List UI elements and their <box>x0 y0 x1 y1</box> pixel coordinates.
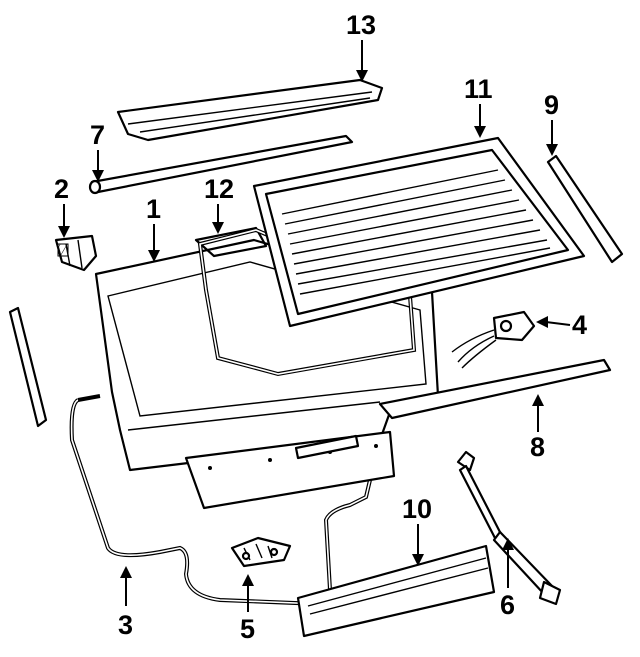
weatherstrip-part <box>69 394 372 607</box>
callout-7: 7 <box>90 120 105 150</box>
upper-molding-part <box>88 134 354 195</box>
back-glass-part <box>252 136 586 328</box>
lower-garnish-part <box>296 544 496 638</box>
callout-4: 4 <box>572 310 587 340</box>
callout-11: 11 <box>464 74 493 104</box>
left-side-trim-part <box>8 306 48 428</box>
spoiler-part <box>116 78 384 142</box>
callout-1: 1 <box>146 194 161 224</box>
callout-2: 2 <box>54 174 69 204</box>
callout-12: 12 <box>204 174 234 204</box>
latch-part <box>230 536 292 568</box>
callout-10: 10 <box>402 494 432 524</box>
hinge-part <box>54 234 98 272</box>
callout-8: 8 <box>530 432 545 462</box>
lower-molding-part <box>378 358 612 420</box>
callout-9: 9 <box>544 90 559 120</box>
right-side-molding-part <box>546 154 624 264</box>
callout-labels: 13 11 9 7 2 1 12 4 8 3 5 6 10 <box>54 10 587 644</box>
lock-actuator-part <box>451 310 536 369</box>
callout-5: 5 <box>240 614 255 644</box>
callout-6: 6 <box>500 590 515 620</box>
callout-13: 13 <box>346 10 376 40</box>
leader-lines <box>58 40 571 612</box>
callout-3: 3 <box>118 610 133 640</box>
